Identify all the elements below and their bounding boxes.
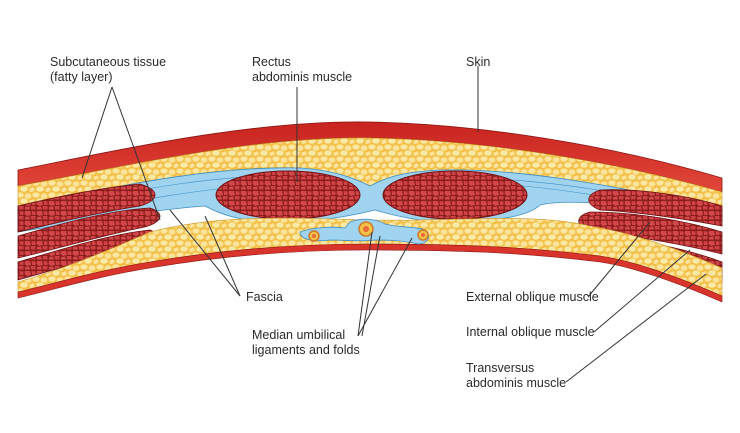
label-transversus-line1: Transversus: [466, 361, 535, 375]
label-external-oblique: External oblique muscle: [466, 290, 599, 304]
label-median-line1: Median umbilical: [252, 328, 346, 342]
label-rectus-abdominis: Rectus abdominis muscle: [252, 55, 352, 85]
label-subcutaneous-tissue: Subcutaneous tissue (fatty layer): [50, 55, 166, 85]
label-transversus-abdominis: Transversus abdominis muscle: [466, 361, 566, 391]
label-rectus-line2: abdominis muscle: [252, 70, 353, 84]
label-fascia: Fascia: [246, 290, 283, 304]
peritoneum-line: [17, 243, 723, 303]
right-external-oblique: [588, 189, 723, 227]
left-internal-oblique: [17, 207, 161, 259]
label-median-umbilical: Median umbilical ligaments and folds: [252, 328, 360, 358]
label-subcutaneous-line2: (fatty layer): [50, 70, 113, 84]
label-median-line2: ligaments and folds: [252, 343, 360, 357]
median-umbilical-ligaments: [299, 218, 429, 245]
rectus-abdominis-left: [215, 170, 361, 220]
label-internal-oblique: Internal oblique muscle: [466, 325, 595, 339]
left-external-oblique: [17, 183, 156, 233]
leader-lines: [81, 66, 707, 383]
label-skin: Skin: [466, 55, 491, 69]
label-rectus-line1: Rectus: [252, 55, 291, 69]
rectus-abdominis-right: [382, 170, 528, 220]
label-subcutaneous-line1: Subcutaneous tissue: [50, 55, 167, 69]
label-transversus-line2: abdominis muscle: [466, 376, 567, 390]
